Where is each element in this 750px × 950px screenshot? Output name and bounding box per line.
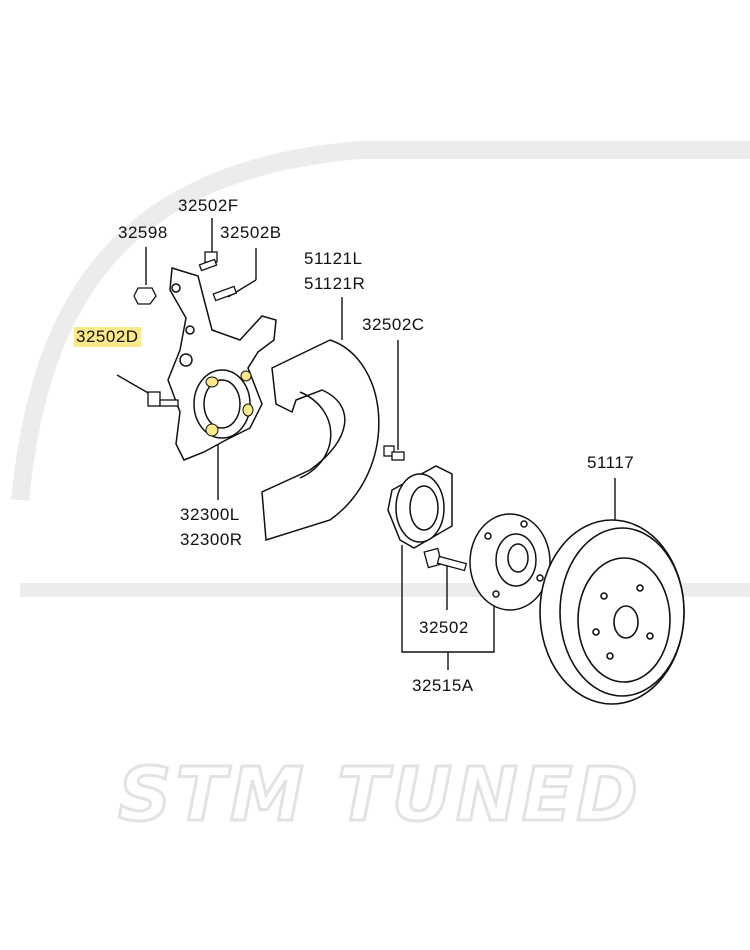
brake-disc (539, 519, 685, 705)
part-label-51121R: 51121R (304, 274, 366, 293)
part-label-32502: 32502 (419, 618, 469, 637)
part-label-32300R: 32300R (180, 530, 243, 549)
dust-shield (261, 339, 380, 541)
hub-flange (469, 513, 551, 611)
bolt-32502D (147, 391, 179, 407)
nut-32598 (133, 287, 157, 305)
bolt-32502C (383, 445, 405, 461)
part-label-32598: 32598 (118, 223, 168, 242)
part-label-32300L: 32300L (180, 505, 240, 524)
part-label-51121L: 51121L (304, 249, 363, 268)
knuckle-bolt-holes (205, 370, 254, 437)
hub-bearing (387, 465, 453, 549)
part-label-32502F: 32502F (178, 196, 239, 215)
leader-32502D (116, 374, 151, 395)
part-label-51117: 51117 (587, 453, 635, 472)
part-label-32515A: 32515A (412, 676, 474, 695)
part-label-32502D: 32502D (74, 327, 141, 347)
leader-32515A (401, 545, 495, 670)
hub-stud (423, 547, 468, 572)
watermark-text: STM TUNED (118, 752, 642, 838)
part-label-32502B: 32502B (220, 223, 282, 242)
part-label-32502C: 32502C (362, 315, 425, 334)
bolt-32502F (198, 251, 218, 272)
bolt-32502B (212, 285, 238, 302)
watermark-graphic (11, 141, 750, 597)
